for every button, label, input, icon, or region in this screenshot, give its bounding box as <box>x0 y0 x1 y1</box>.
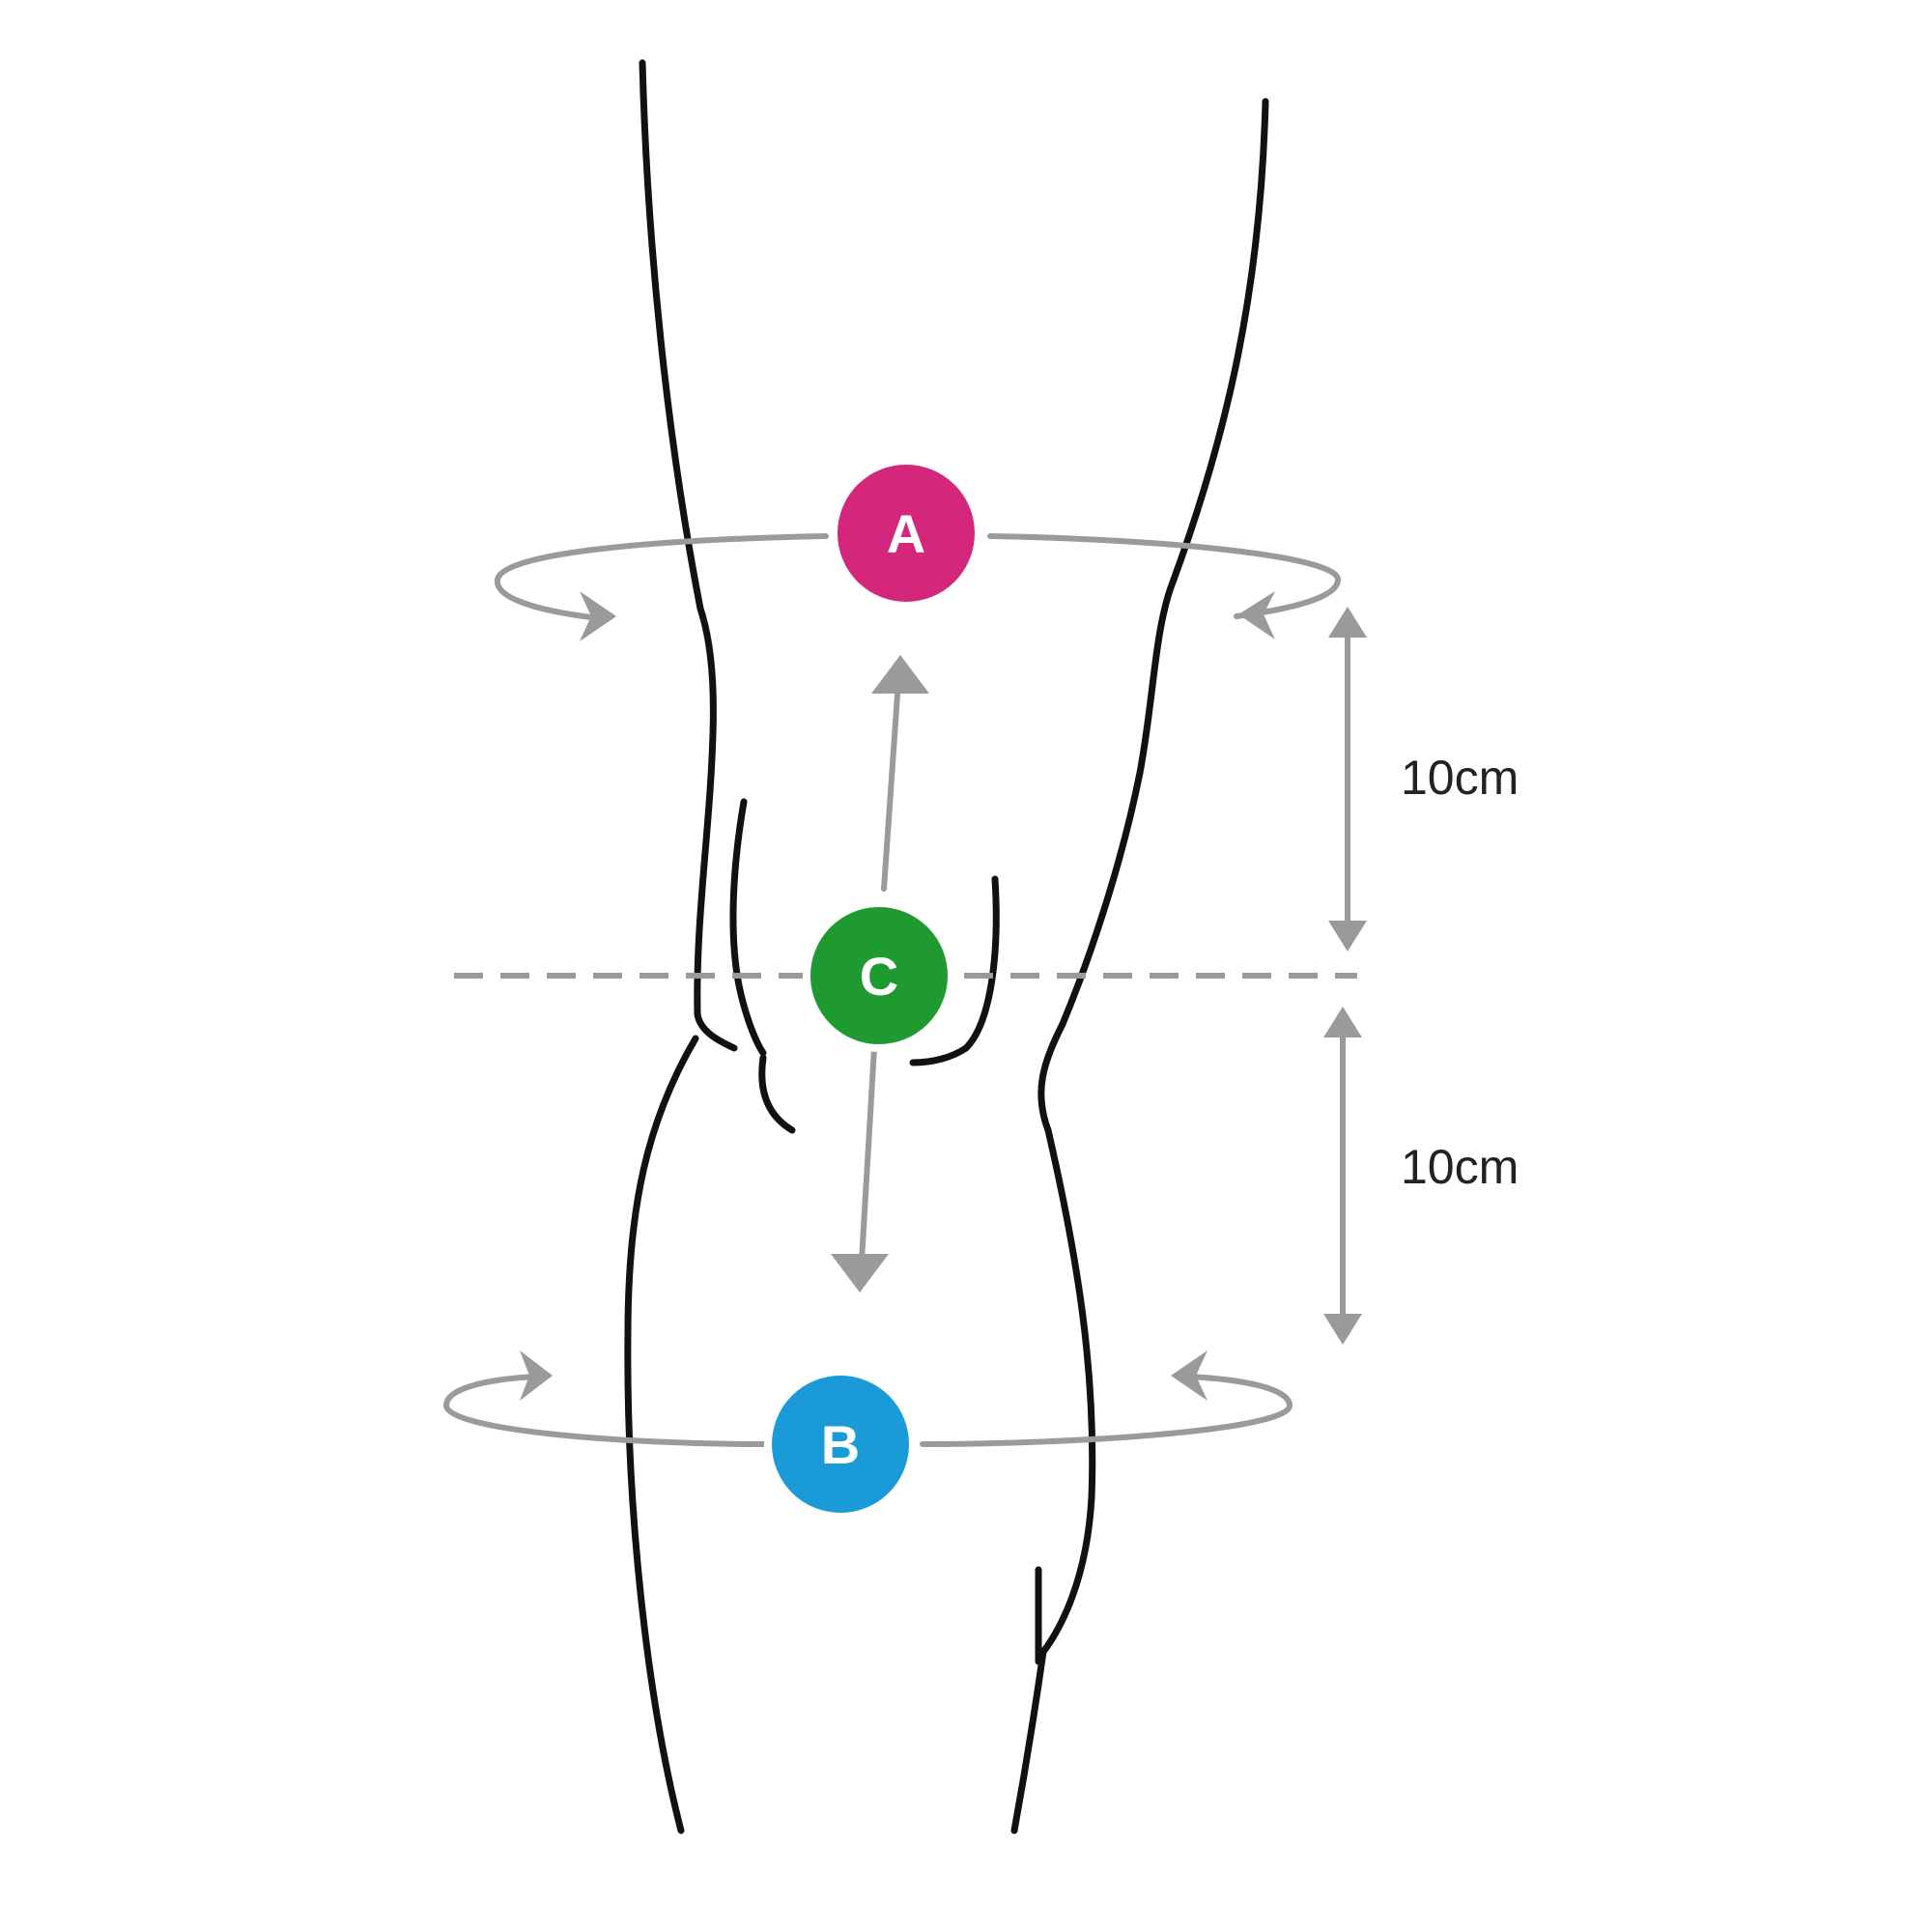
leg-left-lower-contour <box>624 1035 699 1834</box>
loop-b-left-arrowhead <box>520 1350 553 1401</box>
kneecap-right-contour <box>909 875 1000 1066</box>
knee-fold-contour <box>758 1054 796 1134</box>
c-to-b-arrow-line <box>859 1045 877 1264</box>
c-to-a-arrowhead <box>871 655 929 694</box>
marker-a-circle <box>830 457 982 610</box>
dimension-lower-label: 10cm <box>1401 1140 1519 1194</box>
loop-b <box>442 1350 1293 1447</box>
loop-b-right-arrowhead <box>1171 1350 1208 1401</box>
dimension-lower-top-arrowhead <box>1323 1007 1362 1037</box>
loop-a-right-arrowhead <box>1238 591 1275 639</box>
loop-a <box>494 533 1342 641</box>
dimension-lower <box>1323 1007 1362 1345</box>
marker-a-label: A <box>887 503 925 564</box>
marker-c: C <box>803 899 955 1052</box>
c-to-a-arrow <box>871 655 929 892</box>
dimension-lower-bottom-arrowhead <box>1323 1314 1362 1345</box>
c-to-a-arrow-line <box>881 678 901 892</box>
marker-b-label: B <box>821 1414 860 1475</box>
leg-right-contour <box>1037 98 1269 1134</box>
marker-c-label: C <box>860 946 898 1007</box>
dimension-upper-label: 10cm <box>1401 751 1519 805</box>
dimension-upper <box>1328 607 1367 952</box>
c-to-b-arrowhead <box>831 1254 889 1293</box>
leg-right-lower-contour <box>1010 1126 1096 1834</box>
loop-a-left-arrowhead <box>580 591 616 641</box>
loop-a-ellipse-right <box>987 533 1342 619</box>
loop-b-ellipse-left <box>442 1374 766 1447</box>
leg-outline <box>624 59 1269 1834</box>
marker-b-circle <box>764 1368 917 1520</box>
loop-b-ellipse-right <box>920 1374 1293 1447</box>
marker-b: B <box>764 1368 917 1520</box>
marker-a: A <box>830 457 982 610</box>
loop-a-ellipse-left <box>494 533 829 621</box>
dimension-upper-top-arrowhead <box>1328 607 1367 638</box>
marker-c-circle <box>803 899 955 1052</box>
c-to-b-arrow <box>831 1045 889 1293</box>
leg-left-contour <box>639 59 738 1052</box>
dimension-upper-bottom-arrowhead <box>1328 921 1367 952</box>
kneecap-left-contour <box>729 798 767 1057</box>
